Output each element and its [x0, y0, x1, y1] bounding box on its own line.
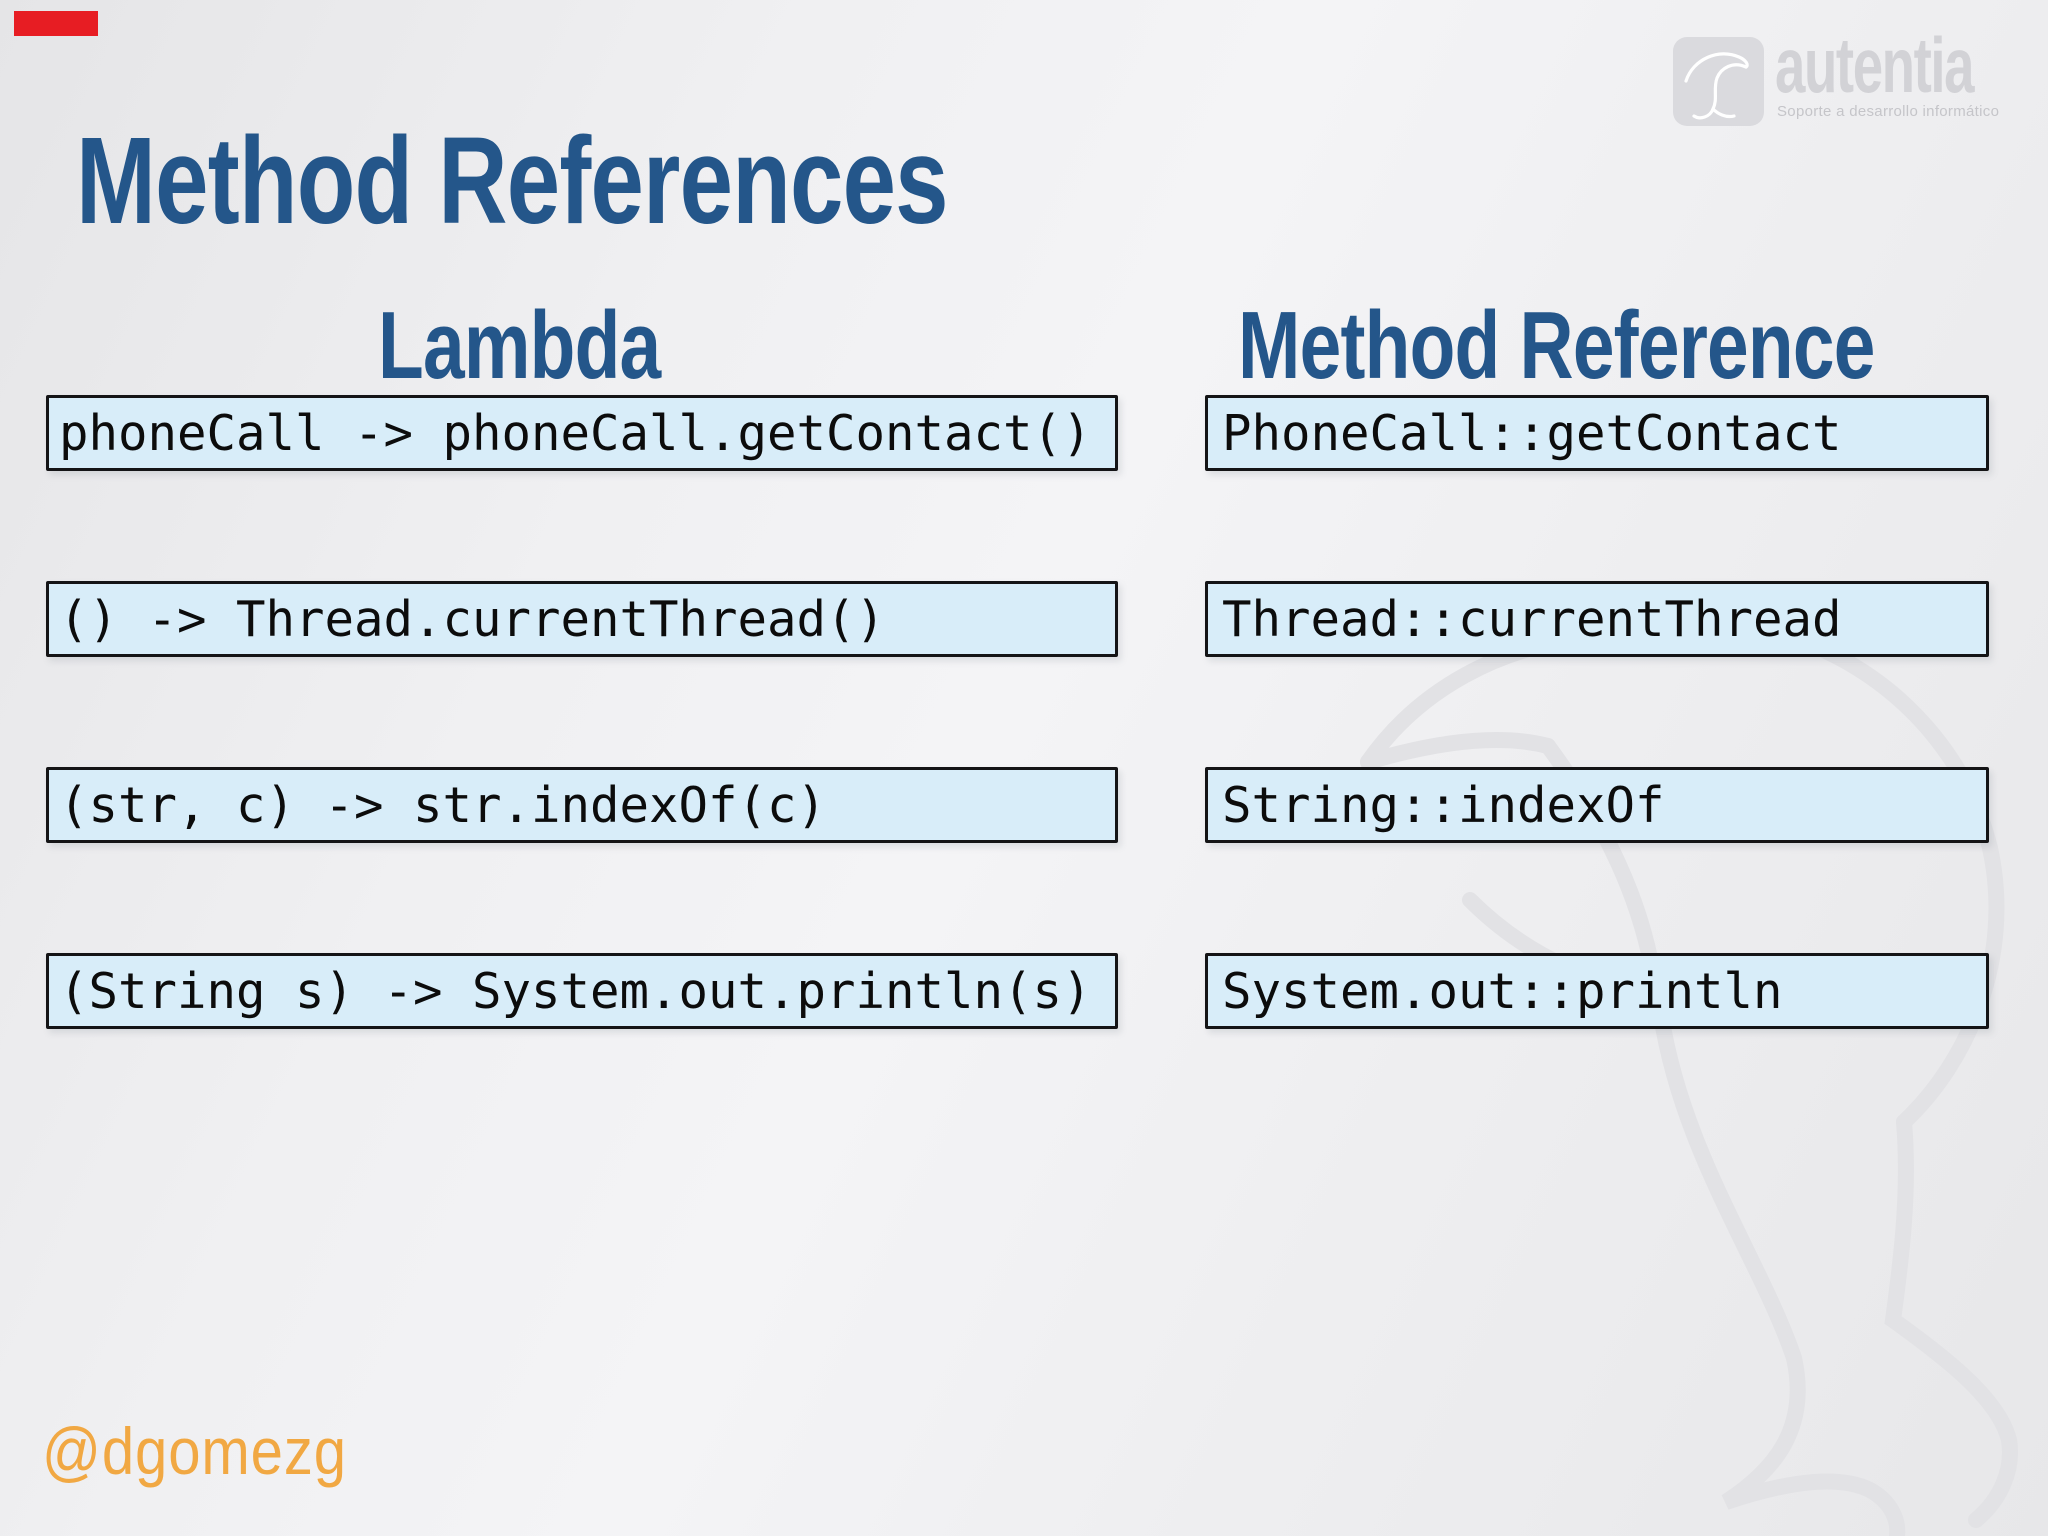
code-box-methodref-1: PhoneCall::getContact — [1205, 395, 1989, 471]
code-box-lambda-2: () -> Thread.currentThread() — [46, 581, 1118, 657]
logo-brand-text: autentia — [1775, 21, 1975, 109]
column-heading-lambda: Lambda — [378, 291, 661, 399]
page-title: Method References — [76, 113, 949, 251]
code-box-lambda-1: phoneCall -> phoneCall.getContact() — [46, 395, 1118, 471]
code-text: (String s) -> System.out.println(s) — [59, 962, 1092, 1020]
code-box-lambda-3: (str, c) -> str.indexOf(c) — [46, 767, 1118, 843]
code-text: PhoneCall::getContact — [1222, 404, 1842, 462]
dolphin-icon — [1684, 52, 1749, 120]
logo-tagline: Soporte a desarrollo informático — [1777, 103, 2000, 120]
code-text: System.out::println — [1222, 962, 1783, 1020]
author-handle: @dgomezg — [42, 1414, 347, 1488]
red-marker-bar — [14, 11, 98, 36]
code-text: phoneCall -> phoneCall.getContact() — [59, 404, 1092, 462]
code-text: Thread::currentThread — [1222, 590, 1842, 648]
code-box-methodref-4: System.out::println — [1205, 953, 1989, 1029]
column-heading-method-reference: Method Reference — [1238, 291, 1875, 399]
code-text: (str, c) -> str.indexOf(c) — [59, 776, 827, 834]
code-box-lambda-4: (String s) -> System.out.println(s) — [46, 953, 1118, 1029]
code-text: String::indexOf — [1222, 776, 1665, 834]
code-box-methodref-3: String::indexOf — [1205, 767, 1989, 843]
autentia-logo: autentia Soporte a desarrollo informátic… — [1673, 26, 2033, 136]
code-box-methodref-2: Thread::currentThread — [1205, 581, 1989, 657]
logo-badge — [1673, 37, 1764, 126]
code-text: () -> Thread.currentThread() — [59, 590, 886, 648]
